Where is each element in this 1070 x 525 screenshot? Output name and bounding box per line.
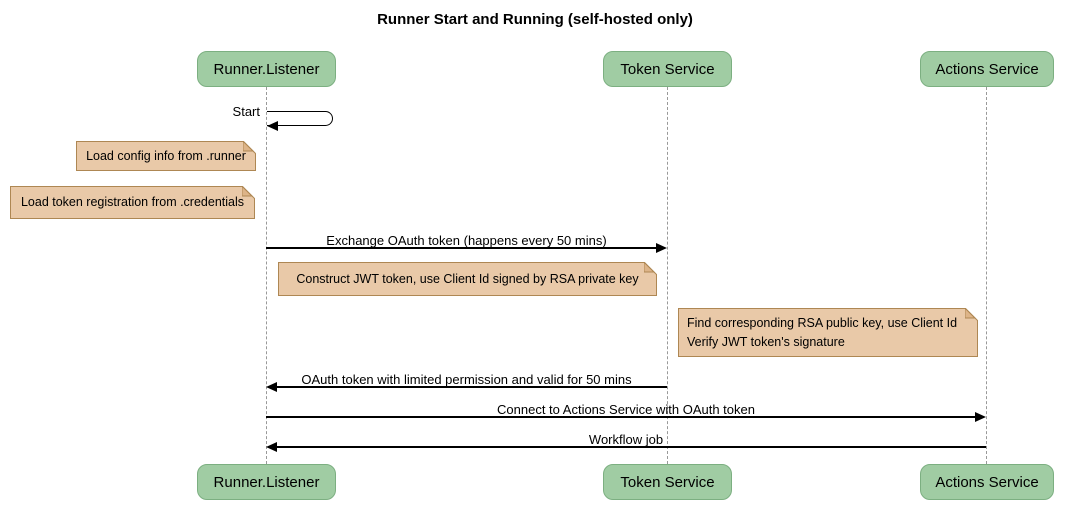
note-text: Construct JWT token, use Client Id signe… bbox=[296, 271, 639, 286]
participant-label: Token Service bbox=[620, 60, 715, 78]
arrowhead-left bbox=[266, 442, 277, 452]
note-fold-icon bbox=[243, 141, 256, 154]
participant-label: Actions Service bbox=[935, 60, 1039, 78]
message-label-workflow-job: Workflow job bbox=[588, 432, 664, 447]
participant-label: Token Service bbox=[620, 473, 715, 491]
message-label-connect-actions: Connect to Actions Service with OAuth to… bbox=[497, 402, 755, 417]
arrowhead-left bbox=[267, 121, 278, 131]
participant-top-actions-service: Actions Service bbox=[920, 51, 1054, 87]
participant-label: Actions Service bbox=[935, 473, 1039, 491]
message-label-exchange-oauth: Exchange OAuth token (happens every 50 m… bbox=[326, 233, 607, 248]
participant-bottom-runner-listener: Runner.Listener bbox=[197, 464, 336, 500]
note-text: Load token registration from .credential… bbox=[20, 195, 245, 210]
message-line bbox=[272, 446, 986, 448]
note-load-token-registration: Load token registration from .credential… bbox=[10, 186, 255, 219]
message-label-oauth-token-back: OAuth token with limited permission and … bbox=[301, 372, 632, 387]
note-construct-jwt: Construct JWT token, use Client Id signe… bbox=[278, 262, 657, 296]
note-verify-jwt: Find corresponding RSA public key, use C… bbox=[678, 308, 978, 357]
participant-label: Runner.Listener bbox=[213, 60, 320, 78]
note-fold-icon bbox=[644, 262, 657, 275]
lifeline-actions-service bbox=[986, 87, 987, 464]
self-message-label-start: Start bbox=[232, 104, 260, 119]
self-message-loop bbox=[267, 111, 333, 126]
note-fold-icon bbox=[242, 186, 255, 199]
arrowhead-right bbox=[975, 412, 986, 422]
participant-top-runner-listener: Runner.Listener bbox=[197, 51, 336, 87]
message-line bbox=[266, 416, 980, 418]
note-fold-icon bbox=[965, 308, 978, 321]
message-line bbox=[266, 247, 661, 249]
lifeline-runner-listener bbox=[266, 87, 267, 464]
participant-bottom-token-service: Token Service bbox=[603, 464, 732, 500]
message-line bbox=[272, 386, 667, 388]
note-load-config: Load config info from .runner bbox=[76, 141, 256, 171]
arrowhead-right bbox=[656, 243, 667, 253]
note-text: Load config info from .runner bbox=[86, 148, 246, 163]
note-text-line1: Find corresponding RSA public key, use C… bbox=[687, 316, 958, 331]
diagram-title: Runner Start and Running (self-hosted on… bbox=[377, 11, 693, 28]
participant-label: Runner.Listener bbox=[213, 473, 320, 491]
note-text-line2: Verify JWT token's signature bbox=[687, 334, 845, 349]
arrowhead-left bbox=[266, 382, 277, 392]
lifeline-token-service bbox=[667, 87, 668, 464]
participant-top-token-service: Token Service bbox=[603, 51, 732, 87]
participant-bottom-actions-service: Actions Service bbox=[920, 464, 1054, 500]
